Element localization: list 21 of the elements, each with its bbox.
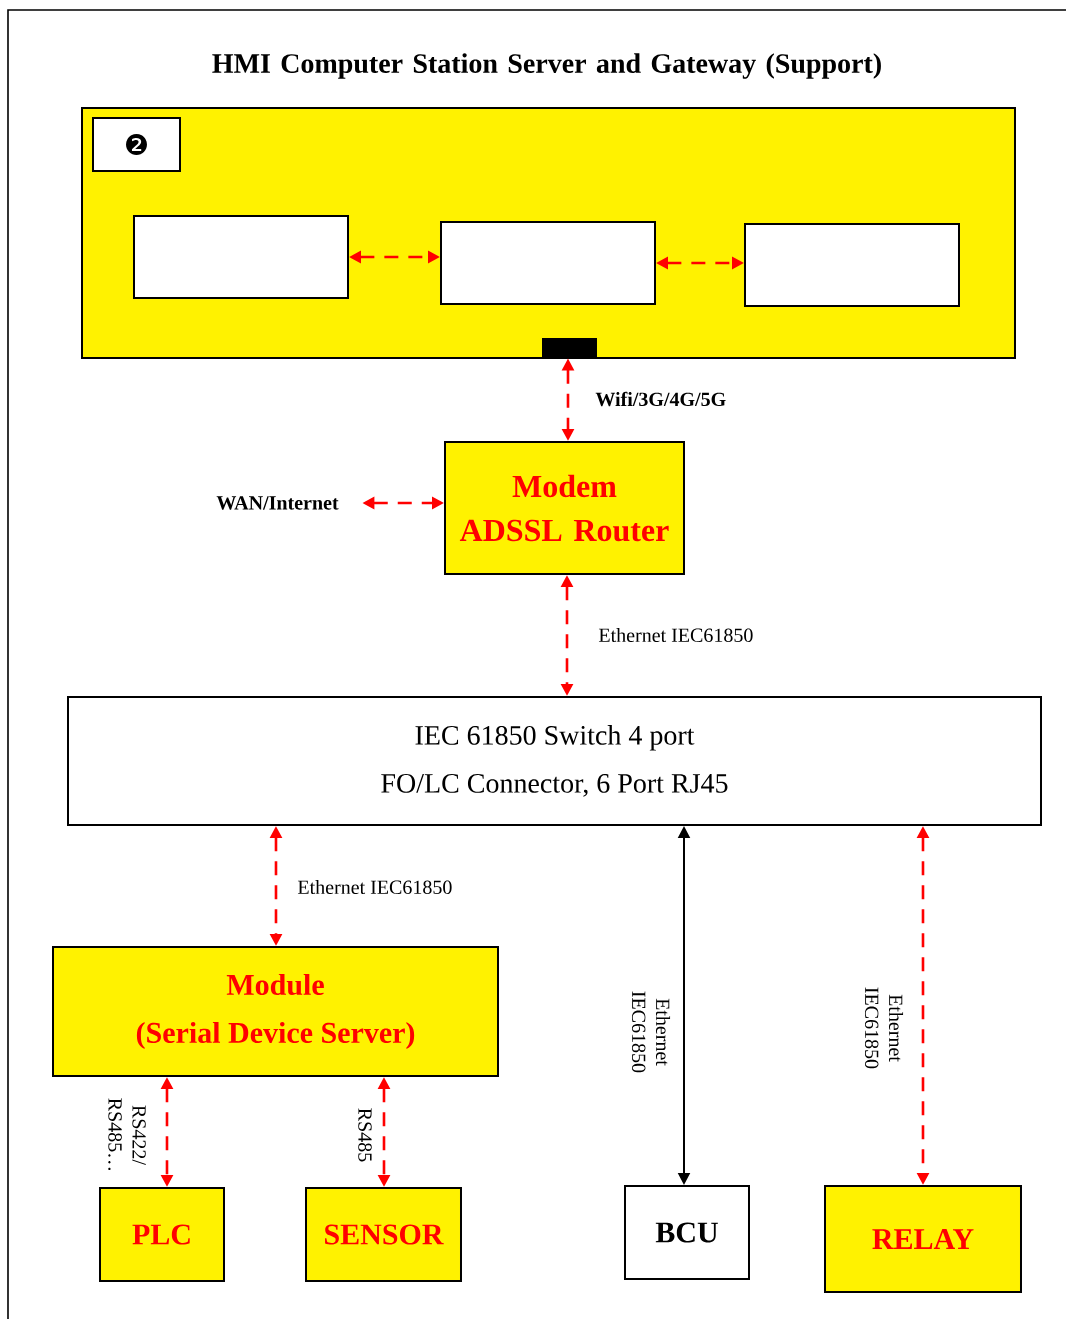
switch-box: IEC 61850 Switch 4 port FO/LC Connector, 6 Port RJ45 bbox=[67, 696, 1042, 826]
edge-label: RS422/ RS485… bbox=[106, 1093, 148, 1177]
edge-label: Ethernet IEC61850 bbox=[295, 877, 455, 897]
device-box: BCU bbox=[624, 1185, 750, 1280]
network-label: WAN/Internet bbox=[216, 496, 339, 510]
edge-label: Ethernet IEC61850 bbox=[596, 625, 756, 645]
title: HMI Computer Station Server and Gateway (Support) bbox=[212, 53, 881, 79]
software-box bbox=[133, 215, 349, 299]
software-box bbox=[744, 223, 960, 307]
port-bar bbox=[542, 338, 597, 358]
number-badge: ❷ bbox=[92, 117, 181, 172]
router-box: Modem ADSSL Router bbox=[444, 441, 685, 575]
edge-label: RS485 bbox=[356, 1105, 374, 1165]
edge-label: Ethernet IEC61850 bbox=[629, 978, 673, 1086]
edge-label: Wifi/3G/4G/5G bbox=[593, 389, 729, 409]
edge-label: Ethernet IEC61850 bbox=[862, 974, 906, 1082]
module-box: Module (Serial Device Server) bbox=[52, 946, 499, 1077]
device-box: SENSOR bbox=[305, 1187, 462, 1282]
software-box bbox=[440, 221, 656, 305]
device-box: RELAY bbox=[824, 1185, 1022, 1293]
device-box: PLC bbox=[99, 1187, 225, 1282]
